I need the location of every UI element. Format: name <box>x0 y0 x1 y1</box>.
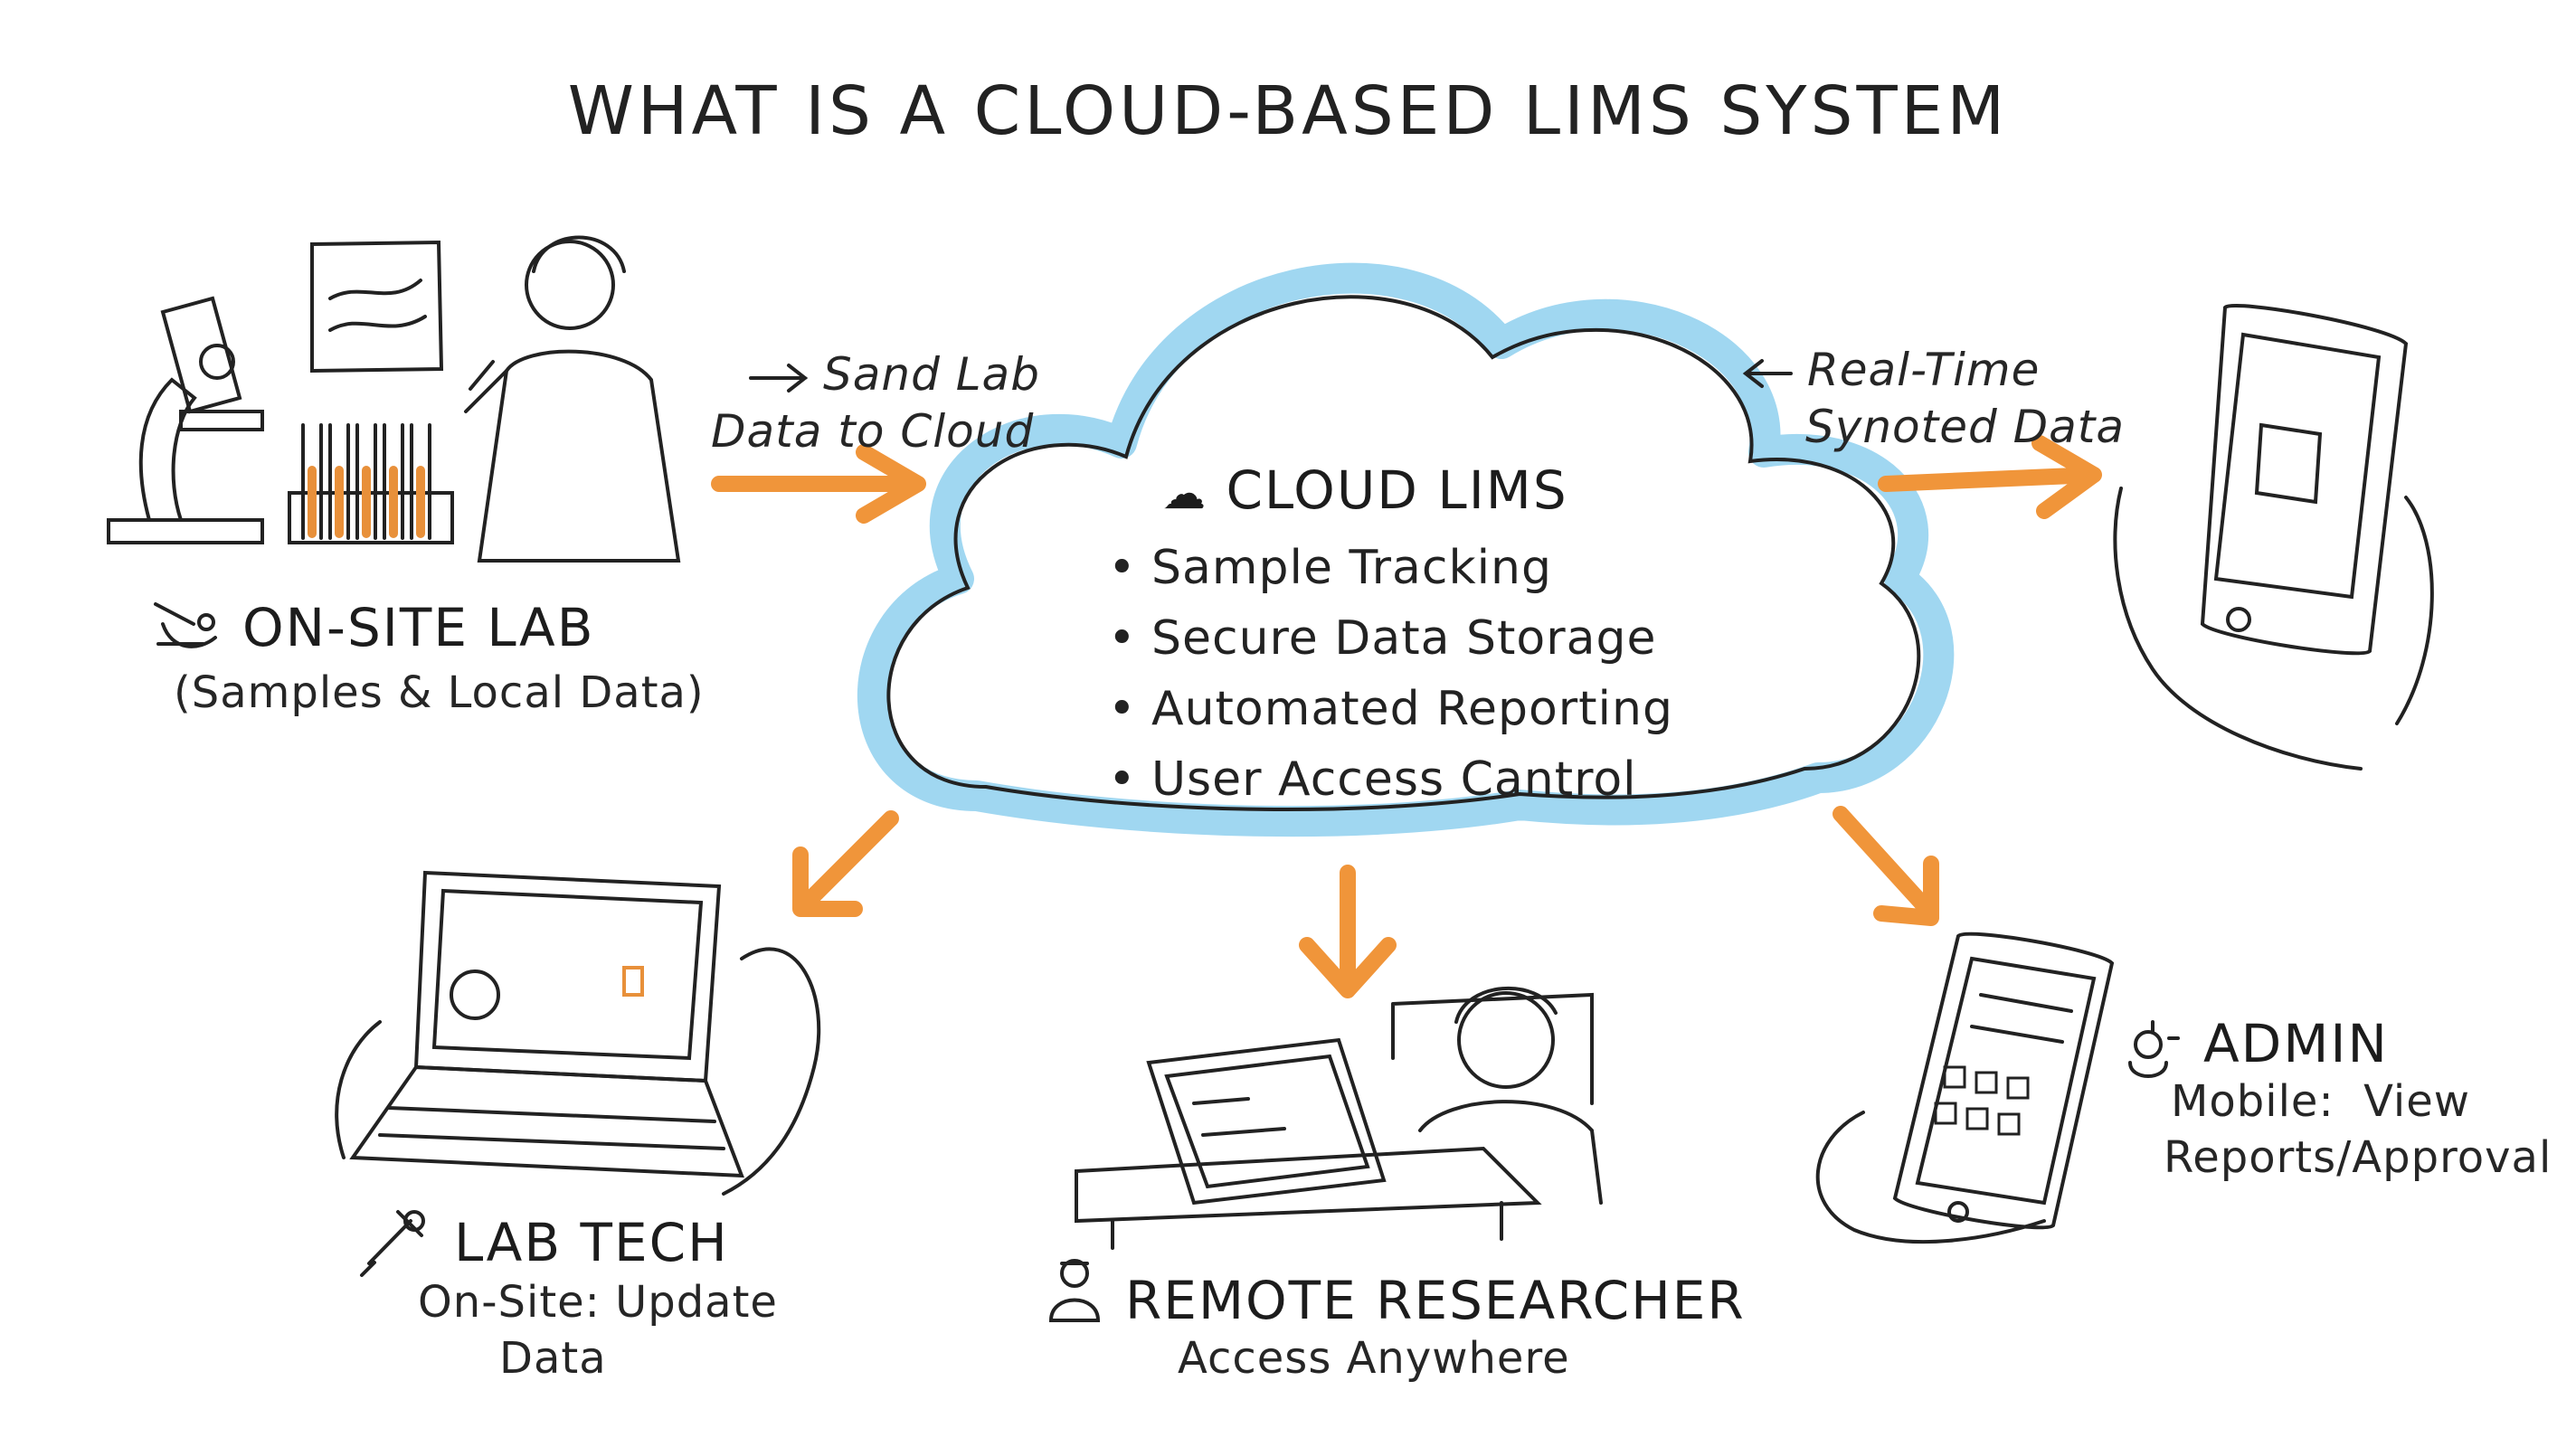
lab-tech-title: LAB TECH <box>454 1212 729 1273</box>
note-arrows <box>749 359 1793 392</box>
microscope-icon <box>154 602 217 648</box>
flow-arrows <box>711 435 2102 998</box>
admin-gear-icon <box>2128 1020 2180 1078</box>
onsite-lab-title: ON-SITE LAB <box>242 597 595 658</box>
cloud-shape <box>857 262 1955 837</box>
cloud-lims-heading: ☁ CLOUD LIMS <box>1162 459 1568 521</box>
arrow-cloud-to-labtech <box>792 810 899 917</box>
admin-line2: Reports/Approval <box>2164 1132 2552 1183</box>
labtech-illustration <box>335 870 821 1196</box>
lab-tech-line1: On-Site: Update <box>418 1277 778 1328</box>
sync-note-line1: Real-Time <box>1807 344 2041 396</box>
cloud-icon: ☁ <box>1162 468 1208 519</box>
sync-note-line2: Synoted Data <box>1805 401 2125 453</box>
arrow-cloud-to-phone <box>1878 435 2102 519</box>
feature-item: •Sample Tracking <box>1108 541 1552 595</box>
cloud-lims-title: CLOUD LIMS <box>1226 459 1568 521</box>
right-arrow-icon <box>749 364 809 392</box>
admin-title: ADMIN <box>2203 1013 2389 1074</box>
admin-tablet-illustration <box>1815 932 2115 1244</box>
phone-illustration <box>2113 304 2434 771</box>
admin-line1: Mobile: View <box>2171 1076 2471 1127</box>
feature-label: User Access Cantrol <box>1151 752 1637 807</box>
feature-label: Secure Data Storage <box>1151 611 1657 666</box>
diagram-title: WHAT IS A CLOUD-BASED LIMS SYSTEM <box>567 72 2009 150</box>
onsite-lab-subtitle: (Samples & Local Data) <box>174 667 705 718</box>
feature-label: Sample Tracking <box>1151 541 1552 595</box>
remote-researcher-subtitle: Access Anywhere <box>1178 1333 1570 1384</box>
remote-researcher-title: REMOTE RESEARCHER <box>1125 1270 1746 1331</box>
arrow-cloud-to-admin <box>1833 806 1939 926</box>
send-note-line2: Data to Cloud <box>711 405 1035 458</box>
lab-tech-line2: Data <box>499 1333 607 1384</box>
researcher-icon <box>1048 1259 1101 1322</box>
send-note-line1: Sand Lab <box>823 348 1040 401</box>
pipette-icon <box>360 1210 425 1277</box>
arrow-lab-to-cloud <box>711 444 926 524</box>
feature-label: Automated Reporting <box>1151 682 1673 736</box>
feature-item: •User Access Cantrol <box>1108 752 1637 807</box>
feature-item: •Automated Reporting <box>1108 682 1673 736</box>
feature-item: •Secure Data Storage <box>1108 611 1657 666</box>
arrow-cloud-to-researcher <box>1299 865 1397 998</box>
onsite-lab-illustration <box>107 235 681 563</box>
researcher-illustration <box>1075 986 1603 1250</box>
left-arrow-icon <box>1742 359 1793 388</box>
